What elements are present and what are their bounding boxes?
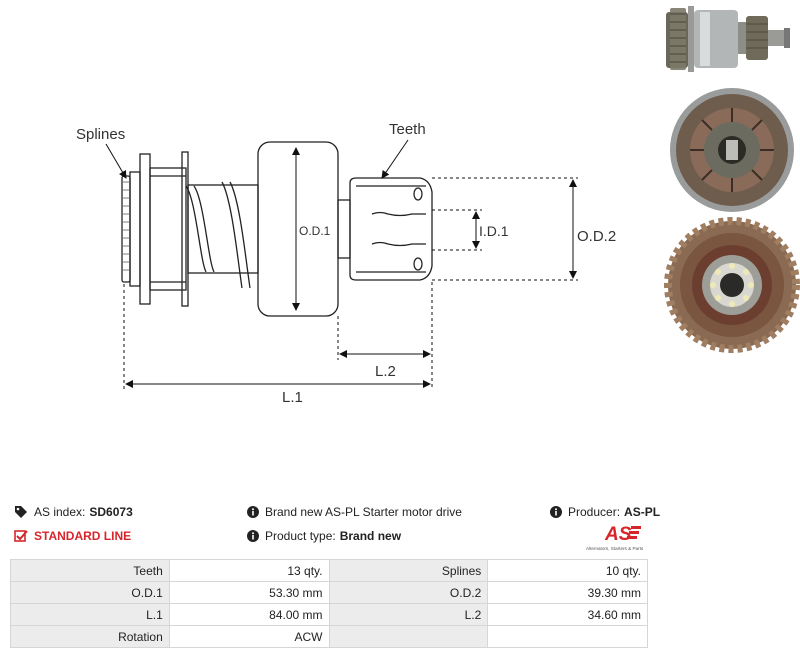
info-icon [550, 506, 562, 518]
producer-value: AS-PL [624, 505, 661, 519]
spec-value: 39.30 mm [487, 581, 648, 604]
table-row: Rotation ACW [10, 625, 648, 648]
spec-label: O.D.1 [10, 581, 170, 604]
label-l2: L.2 [375, 363, 396, 380]
dimension-lines [105, 139, 578, 390]
spec-value: 10 qty. [487, 559, 648, 582]
as-index-label: AS index: [34, 505, 86, 519]
as-index-row: AS index: SD6073 [14, 505, 133, 519]
product-photo-side [666, 6, 790, 72]
spline-hatching [123, 181, 129, 271]
description-row: Brand new AS-PL Starter motor drive [247, 505, 462, 519]
technical-drawing: Splines Teeth O.D.1 O.D.2 I.D.1 L.2 L.1 [76, 121, 616, 406]
label-teeth: Teeth [389, 121, 426, 138]
spec-label: Rotation [10, 625, 170, 648]
producer-row: Producer: AS-PL [550, 505, 660, 519]
info-icon [247, 506, 259, 518]
spec-table: Teeth 13 qty. Splines 10 qty. O.D.1 53.3… [10, 559, 648, 648]
product-photo-back [664, 217, 800, 353]
product-type-row: Product type: Brand new [247, 529, 401, 543]
product-type-label: Product type: [265, 529, 336, 543]
spec-value: 13 qty. [168, 559, 330, 582]
info-icon [247, 530, 259, 542]
checkbox-check-icon [14, 530, 28, 542]
spec-value: 53.30 mm [168, 581, 330, 604]
description-text: Brand new AS-PL Starter motor drive [265, 505, 462, 519]
tag-icon [15, 506, 27, 518]
label-l1: L.1 [282, 389, 303, 406]
spec-value: ACW [168, 625, 330, 648]
table-row: L.1 84.00 mm L.2 34.60 mm [10, 603, 648, 626]
product-photos [664, 6, 800, 353]
part-outline [121, 141, 433, 317]
table-row: Teeth 13 qty. Splines 10 qty. [10, 559, 648, 582]
table-row: O.D.1 53.30 mm O.D.2 39.30 mm [10, 581, 648, 604]
product-photo-front [670, 88, 794, 212]
label-od2: O.D.2 [577, 228, 616, 245]
spec-label [328, 625, 489, 648]
label-od1: O.D.1 [299, 224, 331, 238]
brand-logo: AS Alternators, Starters & Parts [586, 524, 644, 551]
label-id1: I.D.1 [479, 223, 509, 239]
spec-value [487, 625, 648, 648]
logo-text: AS [604, 524, 632, 545]
spec-value: 34.60 mm [487, 603, 648, 626]
spec-label: Splines [328, 559, 489, 582]
line-label: STANDARD LINE [34, 529, 132, 543]
logo-tagline: Alternators, Starters & Parts [586, 546, 644, 551]
product-type-value: Brand new [339, 529, 402, 543]
label-splines: Splines [76, 126, 125, 143]
spec-label: L.2 [328, 603, 489, 626]
spec-label: O.D.2 [328, 581, 489, 604]
as-index-value: SD6073 [89, 505, 133, 519]
line-row: STANDARD LINE [14, 529, 131, 543]
spec-label: Teeth [10, 559, 170, 582]
producer-label: Producer: [568, 505, 621, 519]
spec-value: 84.00 mm [168, 603, 330, 626]
spec-label: L.1 [10, 603, 170, 626]
